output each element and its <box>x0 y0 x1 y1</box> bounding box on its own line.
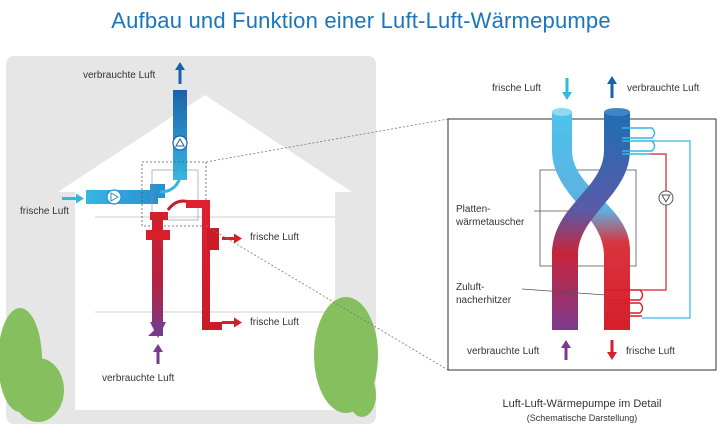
page-title: Aufbau und Funktion einer Luft-Luft-Wärm… <box>111 8 611 33</box>
label-fresh-out-lower: frische Luft <box>250 317 299 328</box>
label-exchanger-2: wärmetauscher <box>456 217 525 228</box>
label-fresh-in: frische Luft <box>20 206 69 217</box>
label-detail-exhaust-in: verbrauchte Luft <box>467 346 540 357</box>
heat-pump-unit-outline <box>141 161 207 227</box>
fresh-intake-duct-body <box>86 190 158 204</box>
plate-exchanger-frame <box>539 169 637 267</box>
label-heater-1: Zuluft- <box>456 282 485 293</box>
compressor-triangle <box>661 194 671 204</box>
label-detail-exhaust-out: verbrauchte Luft <box>627 83 700 94</box>
extract-funnel <box>150 322 166 338</box>
tube-top-right-cap <box>604 108 630 116</box>
label-detail-fresh-out: frische Luft <box>626 346 675 357</box>
label-exchanger-1: Platten- <box>456 204 491 215</box>
detail-fresh-in-arrow <box>562 78 572 100</box>
detail-box <box>447 118 717 371</box>
detail-leader-bottom <box>205 225 449 371</box>
fan-triangle-intake <box>110 192 120 202</box>
refrigerant-loop-red <box>640 153 667 291</box>
heat-pump-unit-inner <box>151 169 199 221</box>
label-exhaust-top: verbrauchte Luft <box>83 70 156 81</box>
extract-branch <box>146 230 170 240</box>
detail-exhaust-in-arrow <box>561 340 571 360</box>
supply-outlet-upper <box>207 228 219 250</box>
detail-fresh-out-arrow <box>607 340 617 360</box>
label-exhaust-in: verbrauchte Luft <box>102 373 175 384</box>
refrigerant-loop-cyan <box>642 140 691 319</box>
heater-leader <box>521 288 607 296</box>
supply-lower-arrow <box>222 317 242 328</box>
label-heater-2: nacherhitzer <box>456 295 512 306</box>
label-fresh-out-upper: frische Luft <box>250 232 299 243</box>
tree-left-front <box>12 358 64 422</box>
supply-duct <box>186 200 222 330</box>
detail-leader-top <box>205 118 449 163</box>
fan-triangle-top <box>175 137 185 147</box>
exhaust-in-arrow <box>153 344 163 364</box>
exhaust-chimney-duct <box>173 90 187 180</box>
unit-crossing-blue <box>159 170 182 194</box>
detail-caption: Luft-Luft-Wärmepumpe im Detail <box>502 398 662 410</box>
tube-fresh-to-supply <box>552 112 630 330</box>
supply-upper-arrow <box>222 233 242 244</box>
label-detail-fresh-in: frische Luft <box>492 83 541 94</box>
exhaust-up-arrow <box>175 62 185 84</box>
extract-duct <box>148 212 168 336</box>
tube-top-left-cap <box>552 108 572 116</box>
tube-extract-to-exhaust <box>552 112 630 330</box>
tree-right-front <box>348 373 376 417</box>
detail-subcaption: (Schematische Darstellung) <box>526 413 638 423</box>
fresh-in-arrow <box>62 193 84 204</box>
detail-exhaust-out-arrow <box>607 76 617 98</box>
